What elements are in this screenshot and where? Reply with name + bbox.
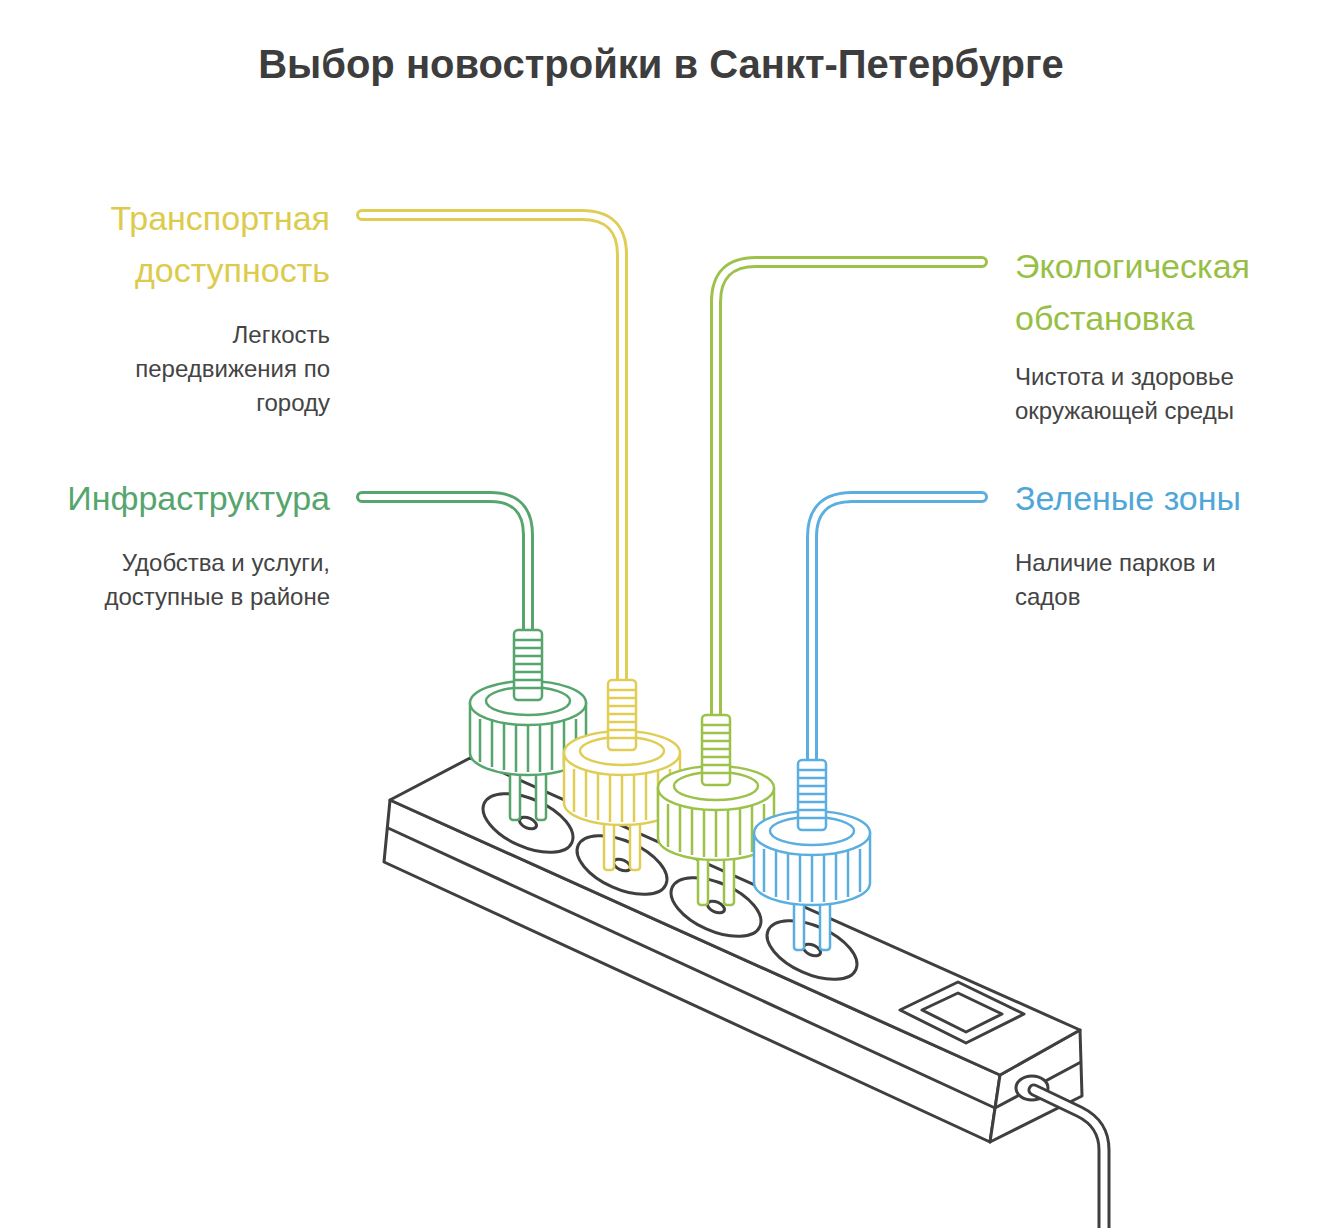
diagram-title: Выбор новостройки в Санкт-Петербурге xyxy=(0,38,1322,90)
callout-heading: Зеленые зоны xyxy=(1015,472,1315,524)
cable-ecology-inner xyxy=(716,262,982,717)
cable-infrastructure xyxy=(362,497,528,632)
power-cord-inner xyxy=(1034,1090,1104,1228)
callout-description: Легкость передвижения по городу xyxy=(70,318,330,420)
callout-description: Удобства и услуги, доступные в районе xyxy=(35,546,330,614)
callout-description: Чистота и здоровье окружающей среды xyxy=(1015,360,1310,428)
cable-infrastructure-inner xyxy=(362,497,528,632)
callout-heading: Транспортная доступность xyxy=(20,192,330,296)
cables xyxy=(362,215,982,762)
callout-heading: Инфраструктура xyxy=(20,472,330,524)
cable-transport xyxy=(362,215,622,682)
power-cord xyxy=(1034,1090,1104,1228)
cable-green-zones xyxy=(812,497,982,762)
cable-transport-inner xyxy=(362,215,622,682)
callout-description: Наличие парков и садов xyxy=(1015,546,1270,614)
switch-frame xyxy=(900,982,1024,1043)
plug-green-zones xyxy=(754,760,870,950)
switch-rocker xyxy=(922,993,1002,1032)
cable-ecology xyxy=(716,262,982,717)
callout-heading: Экологическая обстановка xyxy=(1015,240,1315,344)
socket xyxy=(758,909,865,992)
cable-green-zones-inner xyxy=(812,497,982,762)
